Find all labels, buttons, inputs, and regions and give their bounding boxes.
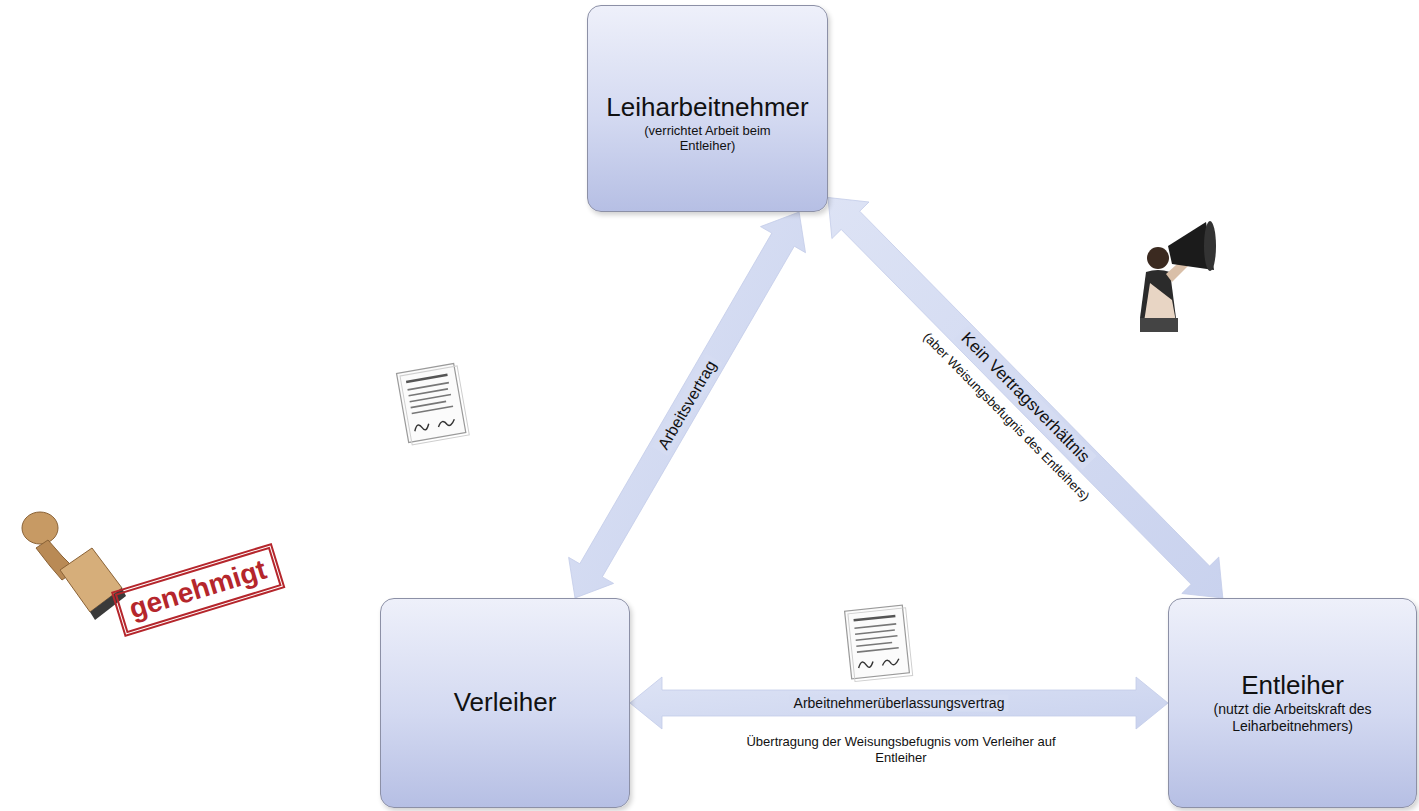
stamp-text: genehmigt	[111, 543, 285, 637]
arrow-label: Arbeitnehmerüberlassungsvertrag	[790, 695, 1009, 712]
arrow-note: (aber Weisungsbefugnis des Entleihers)	[920, 329, 1093, 504]
node-title: Verleiher	[454, 688, 557, 718]
process-box: Entleiher(nutzt die Arbeitskraft des Lei…	[1168, 598, 1417, 808]
node-subtitle: (nutzt die Arbeitskraft des Leiharbeitne…	[1180, 701, 1405, 735]
arrow-label: Arbeitsvertrag	[652, 354, 723, 457]
arrow-note: Übertragung der Weisungsbefugnis vom Ver…	[736, 734, 1066, 767]
node-title: Entleiher	[1241, 671, 1344, 701]
box-content: Entleiher(nutzt die Arbeitskraft des Lei…	[1180, 671, 1405, 734]
box-content: Leiharbeitnehmer(verrichtet Arbeit beim …	[606, 93, 808, 154]
double-arrow	[569, 212, 806, 598]
contract-icon	[845, 605, 913, 682]
contract-icon	[397, 363, 470, 445]
process-box: Verleiher	[380, 598, 630, 808]
rubber-stamp	[22, 512, 126, 620]
node-title: Leiharbeitnehmer	[606, 93, 808, 123]
megaphone-person	[1140, 221, 1216, 332]
process-box: Leiharbeitnehmer(verrichtet Arbeit beim …	[587, 5, 828, 212]
double-arrow	[630, 677, 1168, 729]
node-subtitle: (verrichtet Arbeit beim Entleiher)	[627, 123, 787, 154]
double-arrow	[828, 198, 1223, 599]
box-content: Verleiher	[454, 688, 557, 718]
